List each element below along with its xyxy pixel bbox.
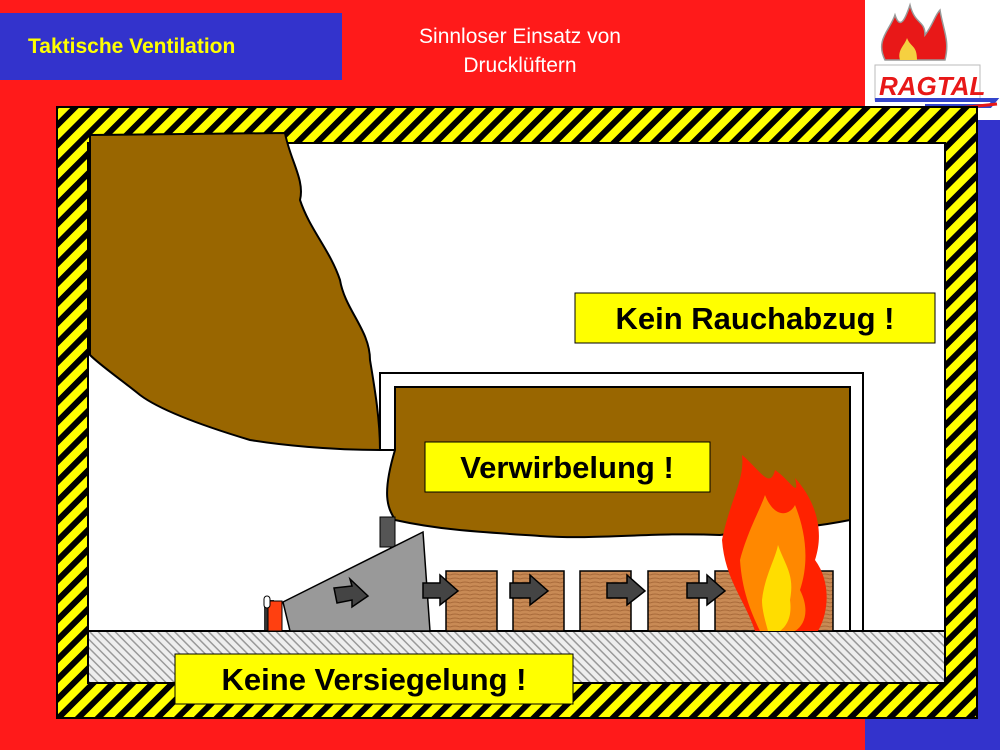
label-turbulence: Verwirbelung ! (424, 441, 711, 493)
wooden-box (647, 570, 700, 632)
slide-title-text: Taktische Ventilation (28, 34, 236, 58)
wooden-box (445, 570, 498, 632)
arrow-right-icon (509, 573, 550, 607)
subtitle-line-2: Drucklüftern (463, 54, 577, 77)
pressure-fan-icon (263, 595, 283, 632)
label-text: Kein Rauchabzug ! (615, 301, 894, 336)
fan-airflow-cone (282, 530, 431, 632)
fire-icon (722, 455, 827, 631)
subtitle-line-1: Sinnloser Einsatz von (419, 25, 621, 48)
svg-text:RAGTAL: RAGTAL (879, 71, 985, 101)
label-no-smoke-vent: Kein Rauchabzug ! (574, 292, 936, 344)
wooden-box (579, 570, 632, 632)
label-text: Verwirbelung ! (460, 450, 674, 485)
wooden-box (512, 570, 565, 632)
arrow-right-icon (606, 573, 647, 607)
slide-title: Taktische Ventilation (0, 13, 342, 80)
airflow-arrows (333, 573, 727, 609)
ragtal-logo: RAGTAL (865, 0, 1000, 120)
label-text: Keine Versiegelung ! (222, 662, 527, 697)
arrow-right-icon (333, 576, 370, 609)
label-no-sealing: Keine Versiegelung ! (174, 653, 574, 705)
arrow-right-icon (686, 573, 727, 607)
smoke-cloud-outside (89, 131, 382, 452)
flame-logo-icon: RAGTAL (874, 2, 1000, 114)
slide-subtitle: Sinnloser Einsatz von Drucklüftern (380, 22, 660, 80)
pipe (379, 516, 396, 548)
arrow-right-icon (422, 573, 460, 607)
